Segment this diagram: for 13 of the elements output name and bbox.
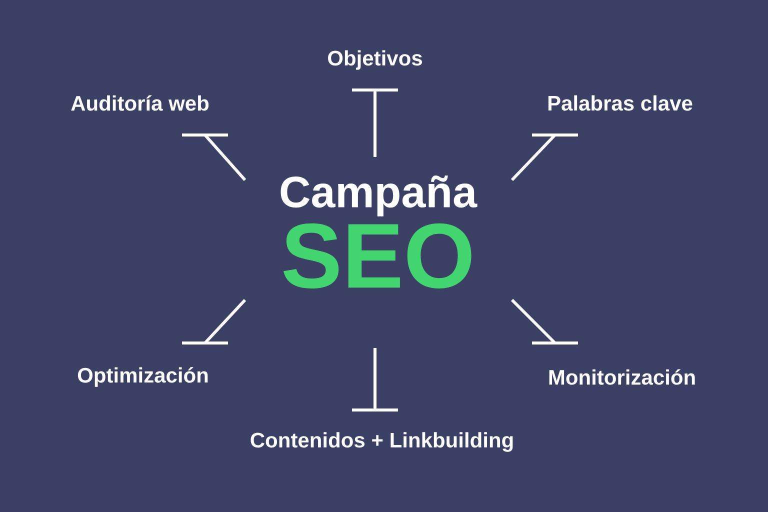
topic-label: Objetivos	[328, 50, 422, 70]
topic-label: Palabras clave	[548, 95, 692, 111]
topic-label: Contenidos + Linkbuilding	[250, 432, 513, 452]
topic-label: Optimización	[78, 367, 208, 387]
topic-label: Monitorización	[549, 369, 695, 385]
bar-connector	[510, 134, 580, 182]
center-title: Campaña SEO	[280, 176, 478, 288]
bar-connector	[180, 298, 246, 344]
bar-connector	[350, 88, 400, 158]
bar-connector	[180, 134, 246, 182]
bar-connector	[350, 346, 400, 412]
bar-connector	[510, 298, 580, 344]
topic-label: Auditoría web	[71, 95, 209, 111]
